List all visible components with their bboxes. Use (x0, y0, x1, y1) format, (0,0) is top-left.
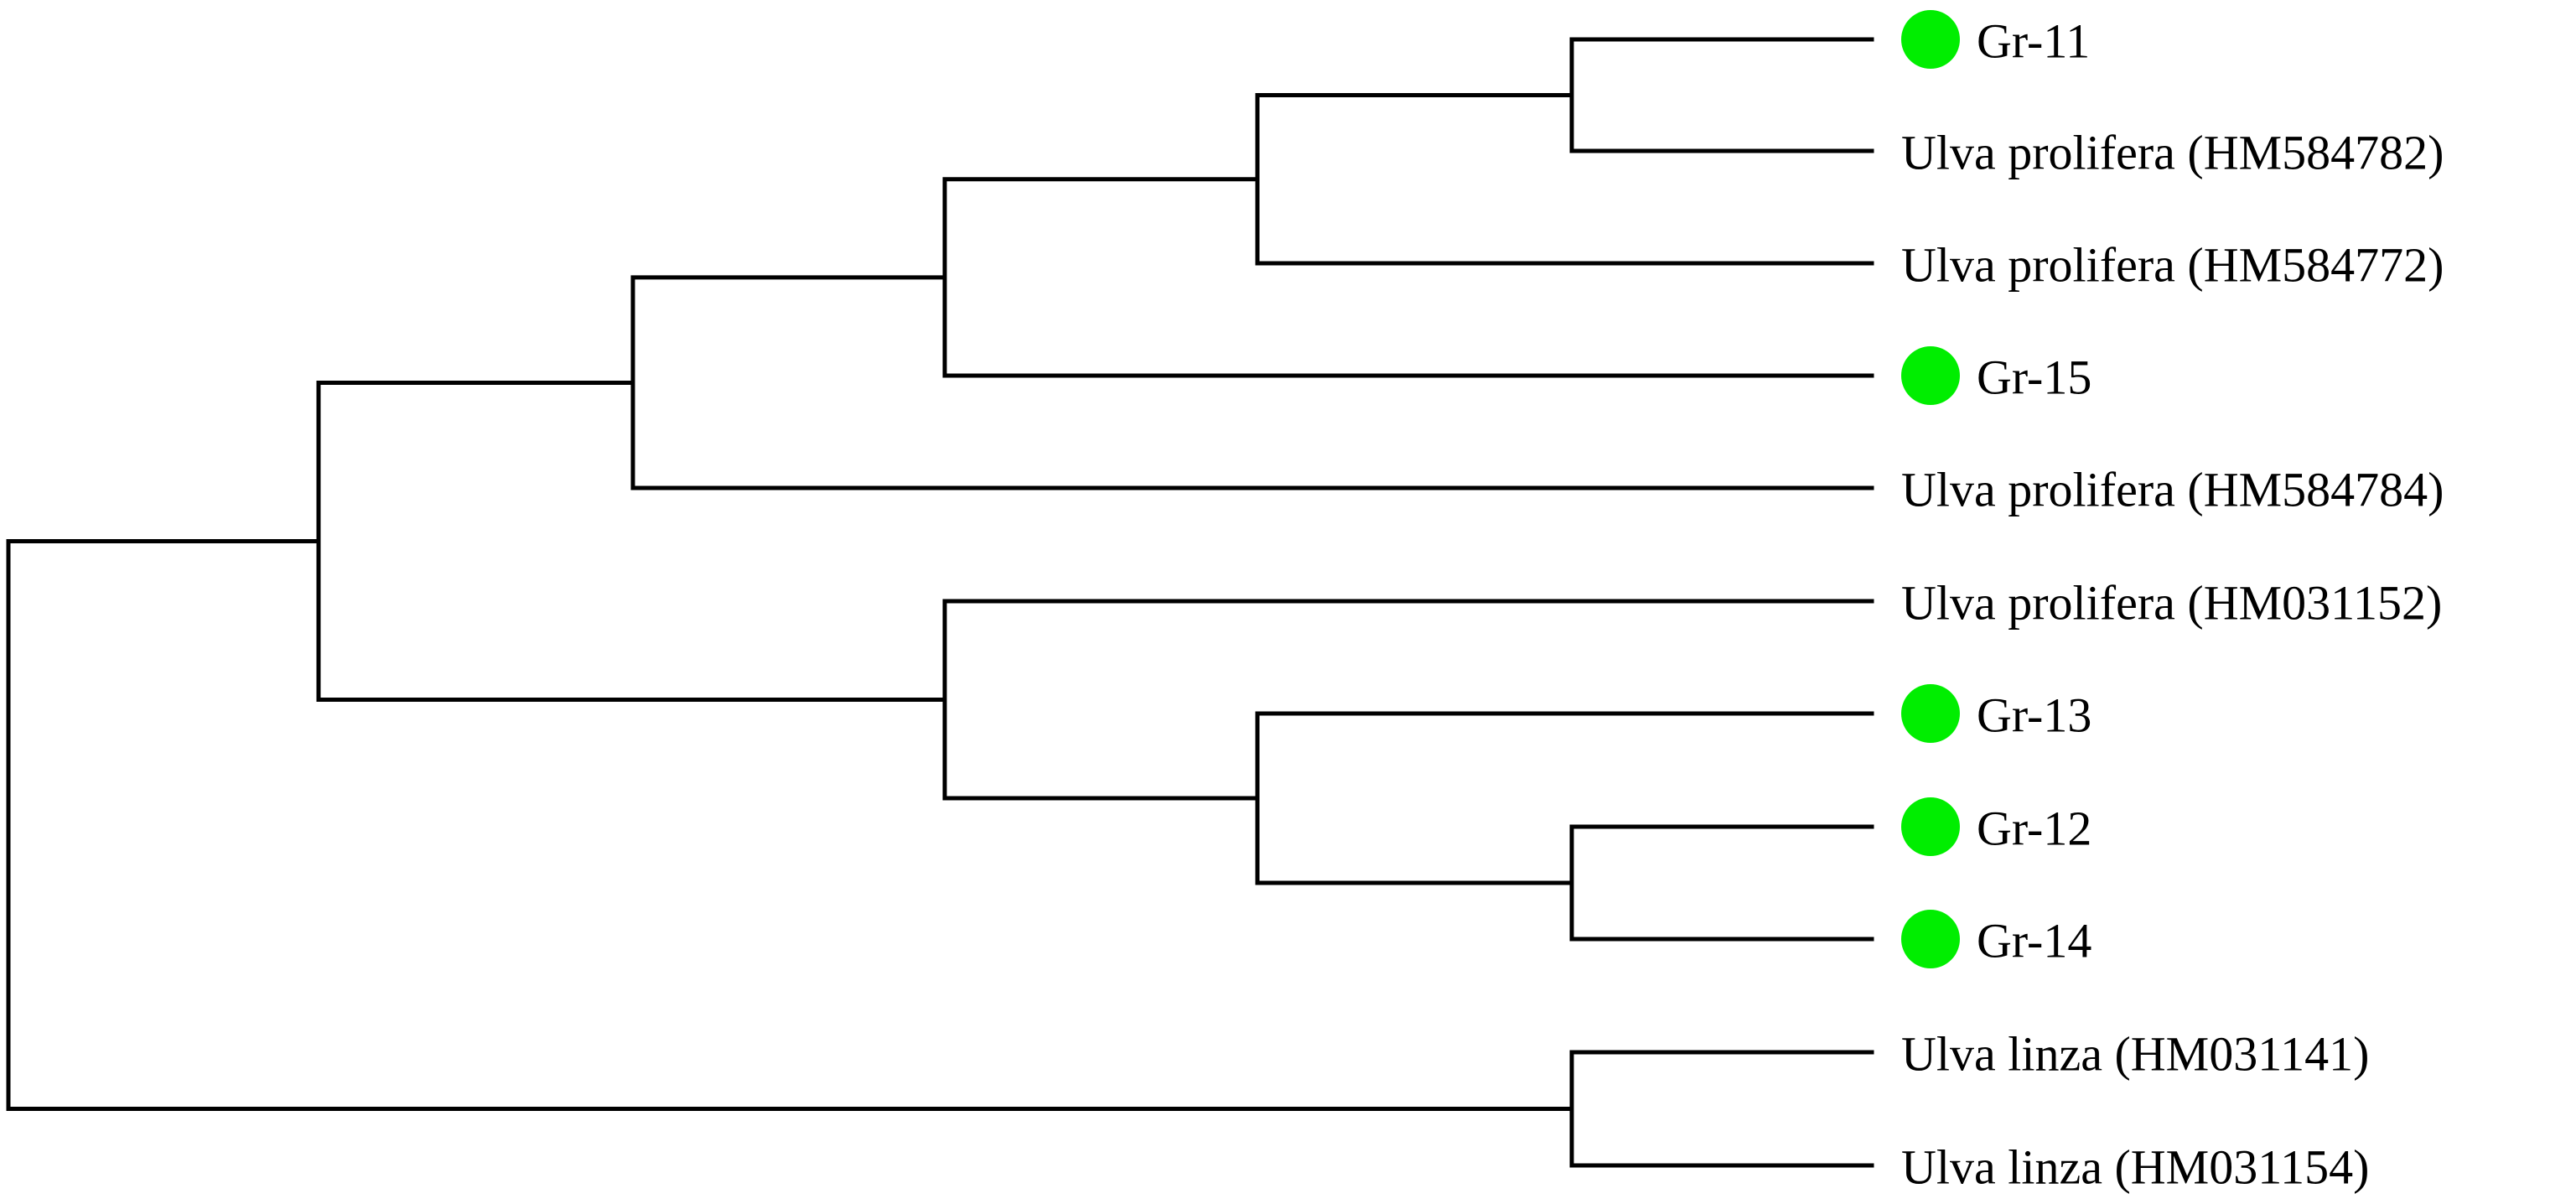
green-circle-marker-icon (1901, 346, 1960, 405)
green-circle-marker-icon (1901, 910, 1960, 968)
leaf-11: Ulva linza (HM031154) (1901, 1140, 2369, 1195)
clade-branch-i (1569, 1050, 1874, 1168)
clade-branch-b (1255, 93, 1874, 266)
leaf-4: Gr-15 (1901, 346, 2091, 405)
leaf-8: Gr-12 (1901, 797, 2091, 856)
leaf-label: Ulva prolifera (HM584782) (1901, 126, 2444, 180)
clade-branch-e (1569, 824, 1874, 942)
green-circle-marker-icon (1901, 10, 1960, 69)
clade-branch-a (1569, 37, 1874, 153)
clade-branch-r (6, 538, 1574, 1111)
clade-branch-c (942, 177, 1874, 378)
leaf-label: Gr-12 (1977, 802, 2091, 856)
leaf-label: Gr-15 (1977, 350, 2091, 405)
leaf-label: Ulva prolifera (HM584772) (1901, 238, 2444, 293)
clade-branch-f (1255, 711, 1874, 885)
leaf-label: Ulva linza (HM031154) (1901, 1140, 2369, 1195)
clade-branch-d (630, 275, 1874, 490)
leaf-label: Ulva prolifera (HM031152) (1901, 576, 2442, 631)
leaf-1: Gr-11 (1901, 10, 2090, 69)
leaf-label: Gr-14 (1977, 914, 2091, 968)
leaf-2: Ulva prolifera (HM584782) (1901, 126, 2444, 180)
green-circle-marker-icon (1901, 797, 1960, 856)
leaf-5: Ulva prolifera (HM584784) (1901, 463, 2444, 517)
leaf-9: Gr-14 (1901, 910, 2091, 968)
tree-branches (6, 37, 1874, 1168)
leaf-7: Gr-13 (1901, 684, 2091, 743)
leaf-label: Gr-13 (1977, 688, 2091, 743)
green-circle-marker-icon (1901, 684, 1960, 743)
leaf-label: Ulva linza (HM031141) (1901, 1027, 2369, 1082)
leaf-3: Ulva prolifera (HM584772) (1901, 238, 2444, 293)
leaf-6: Ulva prolifera (HM031152) (1901, 576, 2442, 631)
clade-branch-g (942, 599, 1874, 801)
leaf-10: Ulva linza (HM031141) (1901, 1027, 2369, 1082)
leaf-label: Ulva prolifera (HM584784) (1901, 463, 2444, 517)
leaf-label: Gr-11 (1977, 14, 2090, 69)
